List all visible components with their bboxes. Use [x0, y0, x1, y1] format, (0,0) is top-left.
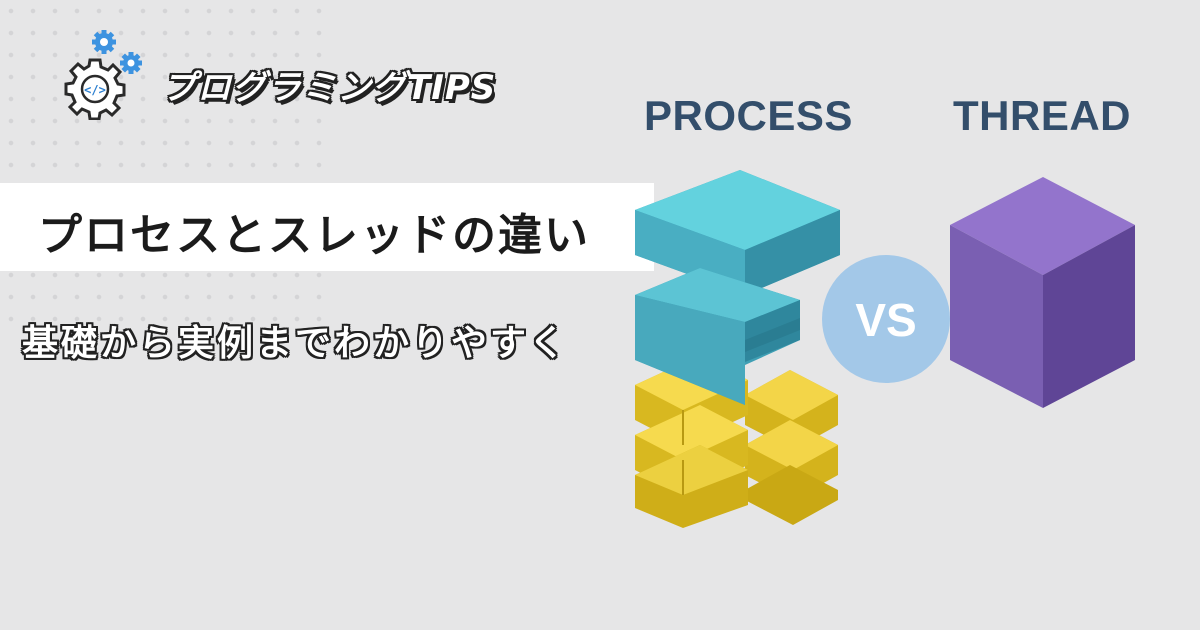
vs-badge: VS — [822, 255, 950, 383]
dot-pattern — [0, 0, 330, 330]
page-title: プロセスとスレッドの違い — [38, 210, 590, 261]
gear-code-icon: </> — [64, 30, 142, 120]
thread-cube — [950, 177, 1135, 408]
vs-circle — [822, 255, 950, 383]
thread-blocks — [635, 355, 838, 528]
vs-label: VS — [855, 294, 917, 346]
subtitle: 基礎から実例までわかりやすく — [22, 323, 569, 364]
title-banner: プロセスとスレッドの違い — [0, 183, 654, 271]
thread-label: THREAD — [953, 92, 1131, 139]
brand-title: プログラミングTIPS — [162, 68, 497, 108]
process-cube — [635, 170, 840, 405]
process-label: PROCESS — [644, 92, 853, 139]
brand: </> プログラミングTIPS — [60, 30, 580, 120]
svg-text:</>: </> — [84, 83, 106, 97]
